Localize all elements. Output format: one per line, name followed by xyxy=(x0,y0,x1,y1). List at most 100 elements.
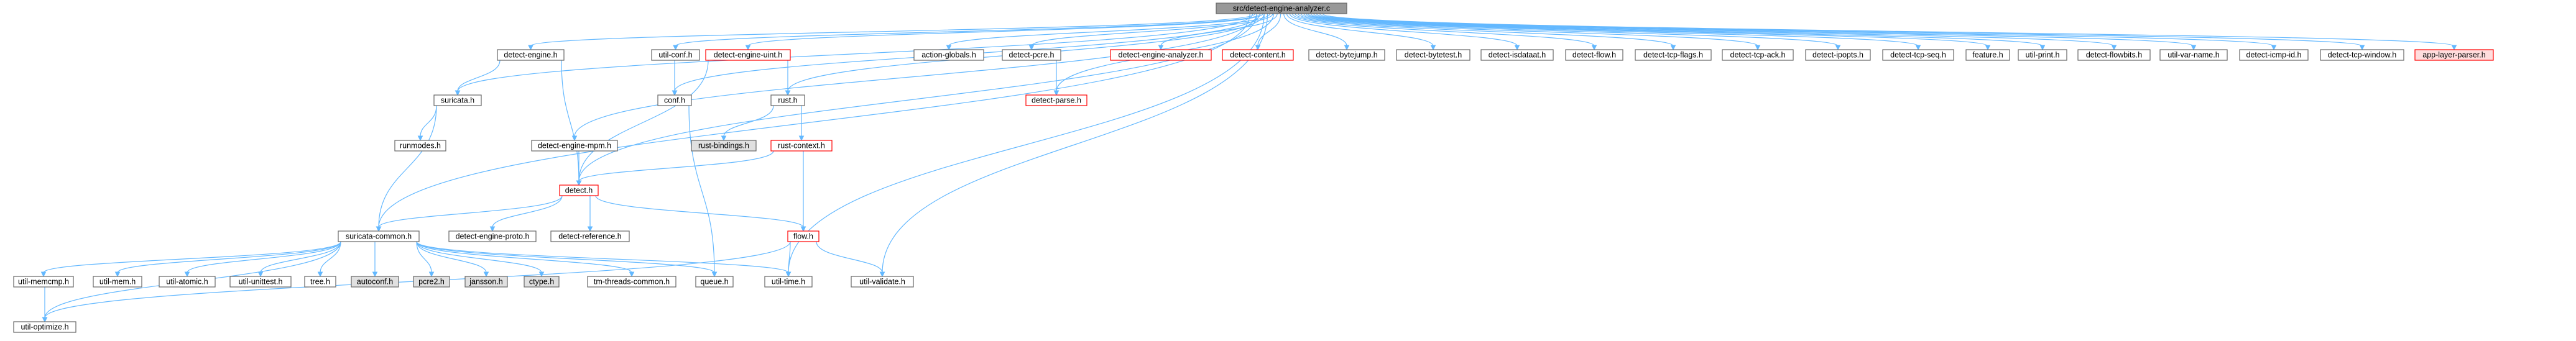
header-node-detect-flow-h[interactable]: detect-flow.h xyxy=(1565,49,1623,61)
edge-root-to-detect-ipopts-h xyxy=(1300,13,1841,51)
header-node-feature-h[interactable]: feature.h xyxy=(1965,49,2010,61)
header-node-detect-parse-h[interactable]: detect-parse.h xyxy=(1025,94,1087,106)
header-node-suricata-h[interactable]: suricata.h xyxy=(433,94,482,106)
header-node-detect-isdataat-h[interactable]: detect-isdataat.h xyxy=(1480,49,1554,61)
header-node-rust-context-h[interactable]: rust-context.h xyxy=(770,140,833,152)
edge-suricata-common-h-to-util-memcmp-h xyxy=(40,241,341,278)
node-label: detect-tcp-seq.h xyxy=(1890,51,1946,60)
node-box xyxy=(13,276,74,288)
header-node-detect-h[interactable]: detect.h xyxy=(559,184,599,196)
node-label: util-mem.h xyxy=(99,278,136,286)
header-node-util-validate-h[interactable]: util-validate.h xyxy=(851,276,914,288)
node-box xyxy=(229,276,292,288)
edge-root-to-detect-bytetest-h xyxy=(1286,13,1436,51)
header-node-detect-flowbits-h[interactable]: detect-flowbits.h xyxy=(2077,49,2151,61)
header-node-rust-h[interactable]: rust.h xyxy=(770,94,805,106)
node-label: detect-flow.h xyxy=(1572,51,1616,60)
header-node-suricata-common-h[interactable]: suricata-common.h xyxy=(338,230,420,242)
node-label: detect.h xyxy=(565,186,593,195)
header-node-runmodes-h[interactable]: runmodes.h xyxy=(394,140,446,152)
header-node-tree-h[interactable]: tree.h xyxy=(304,276,336,288)
node-box xyxy=(1565,49,1623,61)
node-label: detect-engine-mpm.h xyxy=(538,142,611,150)
header-node-util-optimize-h[interactable]: util-optimize.h xyxy=(13,321,76,333)
node-label: util-atomic.h xyxy=(166,278,208,286)
edge-root-to-util-var-name-h xyxy=(1313,13,2197,51)
header-node-pcre2-h[interactable]: pcre2.h xyxy=(413,276,450,288)
header-node-conf-h[interactable]: conf.h xyxy=(657,94,692,106)
node-label: detect-pcre.h xyxy=(1009,51,1055,60)
node-box xyxy=(691,140,757,152)
node-label: detect-engine-proto.h xyxy=(456,232,530,241)
header-node-app-layer-parser-h[interactable]: app-layer-parser.h xyxy=(2414,49,2494,61)
header-node-detect-engine-uint-h[interactable]: detect-engine-uint.h xyxy=(705,49,791,61)
header-node-detect-reference-h[interactable]: detect-reference.h xyxy=(550,230,630,242)
node-box xyxy=(705,49,791,61)
header-node-detect-pcre-h[interactable]: detect-pcre.h xyxy=(1002,49,1061,61)
header-node-action-globals-h[interactable]: action-globals.h xyxy=(913,49,984,61)
header-node-util-time-h[interactable]: util-time.h xyxy=(764,276,813,288)
header-node-queue-h[interactable]: queue.h xyxy=(695,276,734,288)
header-node-flow-h[interactable]: flow.h xyxy=(787,230,819,242)
node-label: feature.h xyxy=(1972,51,2003,60)
edge-suricata-h-to-runmodes-h xyxy=(417,105,437,142)
header-node-rust-bindings-h[interactable]: rust-bindings.h xyxy=(691,140,757,152)
edge-root-to-detect-engine-uint-h xyxy=(745,13,1263,51)
node-box xyxy=(1396,49,1470,61)
header-node-detect-icmp-id-h[interactable]: detect-icmp-id.h xyxy=(2239,49,2309,61)
node-label: detect-bytejump.h xyxy=(1316,51,1377,60)
header-node-ctype-h[interactable]: ctype.h xyxy=(524,276,560,288)
header-node-util-memcmp-h[interactable]: util-memcmp.h xyxy=(13,276,74,288)
header-node-util-mem-h[interactable]: util-mem.h xyxy=(93,276,142,288)
edge-detect-pcre-h-to-detect-parse-h xyxy=(1053,60,1059,96)
header-node-util-unittest-h[interactable]: util-unittest.h xyxy=(229,276,292,288)
edge-rust-context-h-to-flow-h xyxy=(800,151,806,232)
header-node-util-conf-h[interactable]: util-conf.h xyxy=(651,49,700,61)
node-box xyxy=(851,276,914,288)
header-node-detect-bytejump-h[interactable]: detect-bytejump.h xyxy=(1308,49,1385,61)
node-box xyxy=(695,276,734,288)
header-node-tm-threads-common-h[interactable]: tm-threads-common.h xyxy=(587,276,676,288)
node-box xyxy=(531,140,618,152)
header-node-jansson-h[interactable]: jansson.h xyxy=(464,276,508,288)
header-node-detect-engine-analyzer-h[interactable]: detect-engine-analyzer.h xyxy=(1110,49,1212,61)
node-label: detect-content.h xyxy=(1230,51,1286,60)
root-file-node: src/detect-engine-analyzer.c xyxy=(1216,2,1347,14)
header-node-util-atomic-h[interactable]: util-atomic.h xyxy=(159,276,216,288)
node-label: util-time.h xyxy=(772,278,805,286)
header-node-detect-engine-h[interactable]: detect-engine.h xyxy=(497,49,565,61)
edge-root-to-detect-icmp-id-h xyxy=(1316,13,2277,51)
header-node-detect-engine-proto-h[interactable]: detect-engine-proto.h xyxy=(448,230,537,242)
edge-root-to-action-globals-h xyxy=(946,13,1270,51)
node-box xyxy=(1722,49,1794,61)
edge-root-to-detect-tcp-ack-h xyxy=(1298,13,1761,51)
edge-root-to-detect-flowbits-h xyxy=(1310,13,2117,51)
header-node-autoconf-h[interactable]: autoconf.h xyxy=(351,276,399,288)
edge-detect-h-to-flow-h xyxy=(595,195,806,232)
node-label: detect-tcp-flags.h xyxy=(1643,51,1703,60)
node-box xyxy=(13,321,76,333)
edge-suricata-common-h-to-util-unittest-h xyxy=(257,241,341,278)
edge-detect-engine-h-to-detect-h xyxy=(561,60,582,186)
node-box xyxy=(304,276,336,288)
header-node-detect-engine-mpm-h[interactable]: detect-engine-mpm.h xyxy=(531,140,618,152)
header-node-detect-tcp-flags-h[interactable]: detect-tcp-flags.h xyxy=(1635,49,1712,61)
header-node-detect-tcp-ack-h[interactable]: detect-tcp-ack.h xyxy=(1722,49,1794,61)
node-box xyxy=(1110,49,1212,61)
header-node-detect-tcp-seq-h[interactable]: detect-tcp-seq.h xyxy=(1882,49,1954,61)
header-node-detect-content-h[interactable]: detect-content.h xyxy=(1222,49,1294,61)
header-node-detect-tcp-window-h[interactable]: detect-tcp-window.h xyxy=(2320,49,2404,61)
node-label: util-optimize.h xyxy=(21,323,68,332)
header-node-detect-ipopts-h[interactable]: detect-ipopts.h xyxy=(1805,49,1871,61)
node-box xyxy=(1480,49,1554,61)
node-label: pcre2.h xyxy=(418,278,445,286)
node-label: detect-tcp-ack.h xyxy=(1730,51,1786,60)
edge-root-to-detect-bytejump-h xyxy=(1283,13,1350,51)
header-node-detect-bytetest-h[interactable]: detect-bytetest.h xyxy=(1396,49,1470,61)
edge-rust-h-to-rust-context-h xyxy=(798,106,805,142)
edge-suricata-common-h-to-autoconf-h xyxy=(372,242,378,278)
header-node-util-var-name-h[interactable]: util-var-name.h xyxy=(2159,49,2228,61)
edge-root-to-util-print-h xyxy=(1308,13,2046,51)
node-label: queue.h xyxy=(700,278,728,286)
header-node-util-print-h[interactable]: util-print.h xyxy=(2018,49,2067,61)
